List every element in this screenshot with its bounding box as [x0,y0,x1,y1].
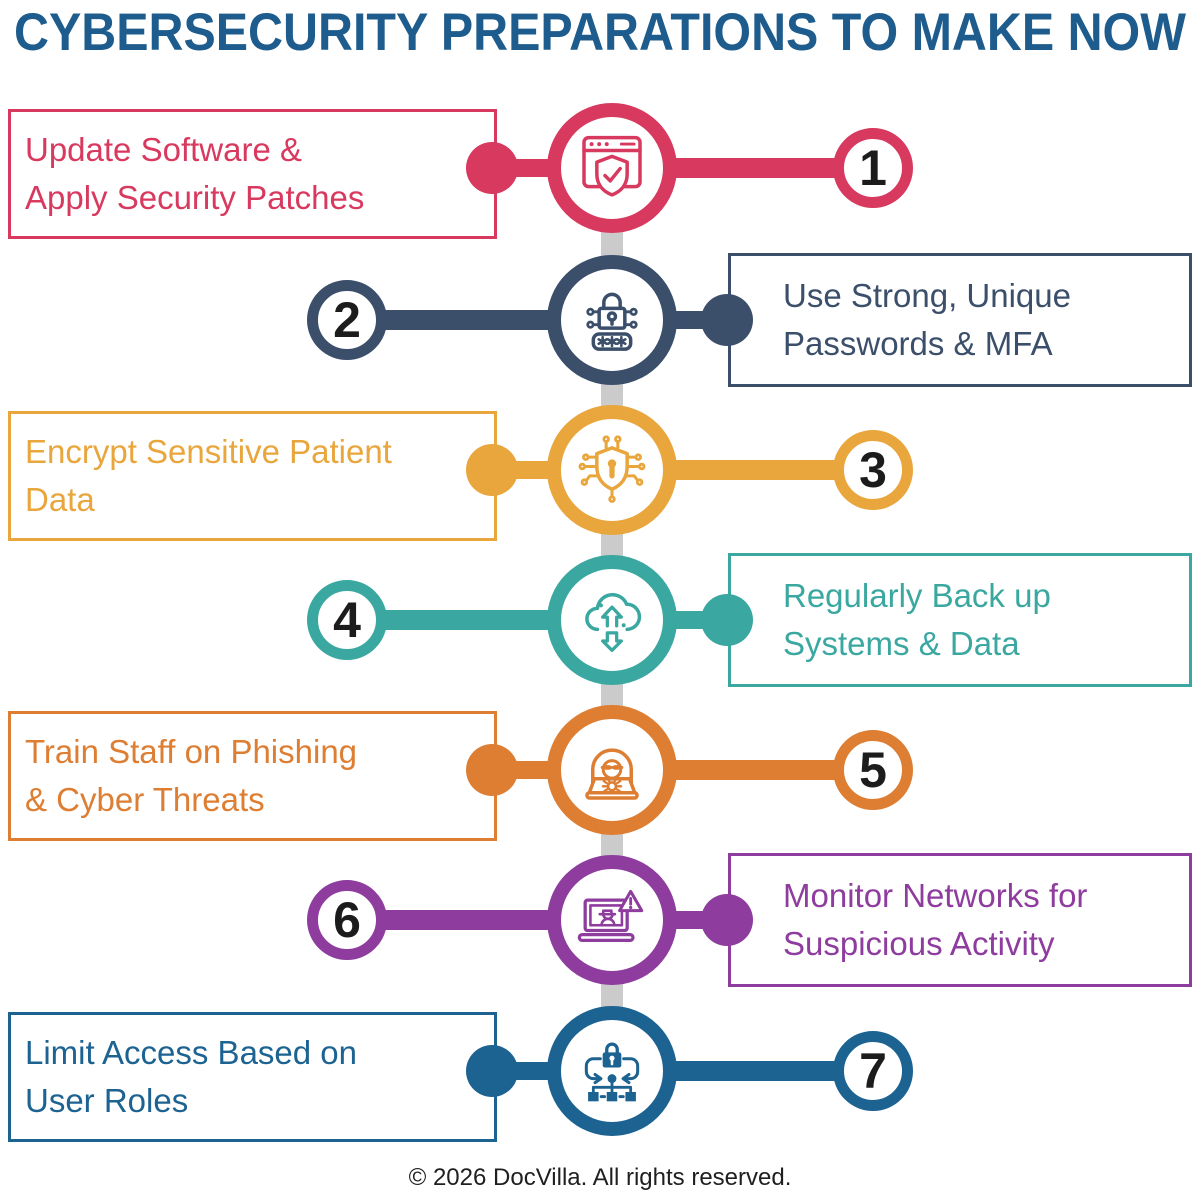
step-icon-circle [547,1006,677,1136]
step-number-badge: 7 [833,1031,913,1111]
connector-dot [701,894,753,946]
step-number: 2 [333,292,361,348]
step-icon-circle [547,705,677,835]
step-icon-circle [547,405,677,535]
role-access-lock-icon [561,1020,663,1122]
step-number: 6 [333,892,361,948]
step-label-box: Encrypt Sensitive Patient Data [8,411,497,541]
step-number: 7 [859,1043,887,1099]
network-monitor-alert-icon [561,869,663,971]
step-number-badge: 6 [307,880,387,960]
step-number-badge: 1 [833,128,913,208]
connector-dot [466,142,518,194]
connector-bar [612,760,873,780]
page-title: CYBERSECURITY PREPARATIONS TO MAKE NOW [14,3,1186,62]
step-label-box: Regularly Back up Systems & Data [728,553,1192,687]
connector-dot [466,444,518,496]
step-label: Encrypt Sensitive Patient Data [25,433,392,518]
copyright-text: © 2026 DocVilla. All rights reserved. [408,1164,792,1191]
step-number-badge: 5 [833,730,913,810]
step-item-3: Encrypt Sensitive Patient Data 3 [0,395,1200,545]
connector-bar [347,310,612,330]
browser-shield-check-icon [561,117,663,219]
step-number: 3 [859,442,887,498]
step-number-badge: 3 [833,430,913,510]
step-item-7: Limit Access Based on User Roles 7 [0,996,1200,1146]
step-label: Train Staff on Phishing & Cyber Threats [25,733,358,818]
step-number: 5 [859,742,887,798]
connector-bar [612,158,873,178]
step-item-6: Monitor Networks for Suspicious Activity… [0,845,1200,995]
connector-bar [347,910,612,930]
step-item-2: Use Strong, Unique Passwords & MFA 2 [0,245,1200,395]
phishing-hacker-icon [561,719,663,821]
step-label: Use Strong, Unique Passwords & MFA [783,277,1071,362]
step-number-badge: 4 [307,580,387,660]
connector-bar [347,610,612,630]
step-label-box: Update Software & Apply Security Patches [8,109,497,239]
step-icon-circle [547,103,677,233]
connector-bar [612,460,873,480]
step-number: 1 [859,140,887,196]
step-label: Regularly Back up Systems & Data [783,577,1051,662]
connector-dot [701,594,753,646]
step-item-1: Update Software & Apply Security Patches… [0,93,1200,243]
step-item-4: Regularly Back up Systems & Data 4 [0,545,1200,695]
step-label-box: Use Strong, Unique Passwords & MFA [728,253,1192,387]
connector-dot [466,1045,518,1097]
encrypted-shield-circuit-icon [561,419,663,521]
password-lock-icon [561,269,663,371]
step-label: Limit Access Based on User Roles [25,1034,357,1119]
step-icon-circle [547,255,677,385]
step-label: Update Software & Apply Security Patches [25,131,365,216]
step-number: 4 [333,592,361,648]
step-label-box: Limit Access Based on User Roles [8,1012,497,1142]
step-icon-circle [547,855,677,985]
step-icon-circle [547,555,677,685]
step-label-box: Train Staff on Phishing & Cyber Threats [8,711,497,841]
step-number-badge: 2 [307,280,387,360]
cloud-backup-icon [561,569,663,671]
step-label: Monitor Networks for Suspicious Activity [783,877,1088,962]
connector-bar [612,1061,873,1081]
connector-dot [466,744,518,796]
step-item-5: Train Staff on Phishing & Cyber Threats … [0,695,1200,845]
connector-dot [701,294,753,346]
step-label-box: Monitor Networks for Suspicious Activity [728,853,1192,987]
